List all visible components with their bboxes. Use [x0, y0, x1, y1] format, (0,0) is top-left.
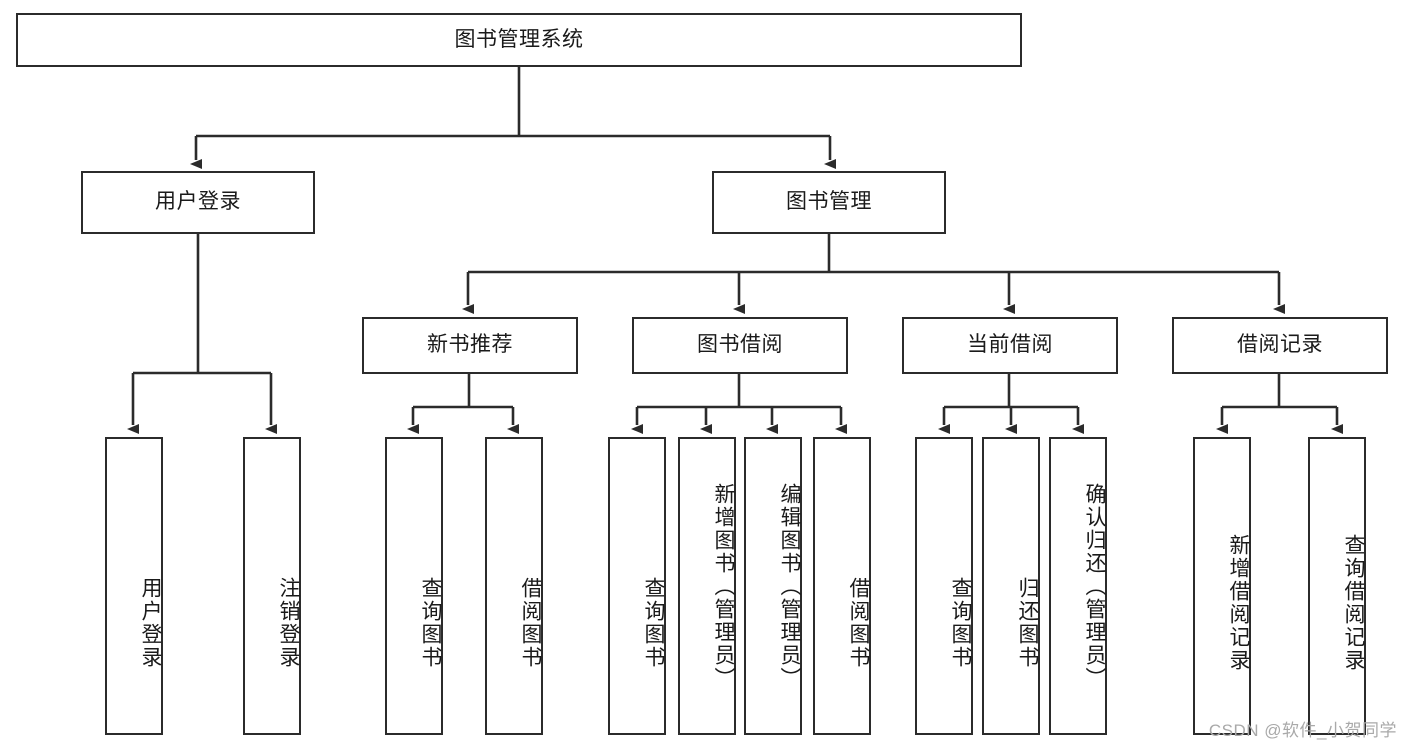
node-label: 新增图书（管理员） [712, 482, 735, 690]
node-label: 查询图书 [419, 577, 442, 669]
node-new-book-recommend[interactable]: 新书推荐 [362, 317, 578, 374]
node-label: 新书推荐 [427, 333, 513, 357]
node-label: 图书管理系统 [454, 27, 584, 51]
node-leaf-logout-login[interactable]: 注销登录 [243, 437, 301, 735]
node-leaf-borrow-book-2[interactable]: 借阅图书 [813, 437, 871, 735]
node-label: 图书管理 [786, 190, 872, 214]
node-label: 查询借阅记录 [1342, 534, 1365, 672]
node-leaf-query-book-3[interactable]: 查询图书 [915, 437, 973, 735]
node-label: 图书借阅 [697, 333, 783, 357]
csdn-watermark: CSDN @软件_小贺同学 [1208, 721, 1397, 740]
node-leaf-add-record[interactable]: 新增借阅记录 [1193, 437, 1251, 735]
node-label: 查询图书 [642, 577, 665, 669]
node-leaf-confirm-return[interactable]: 确认归还（管理员） [1049, 437, 1107, 735]
node-book-management[interactable]: 图书管理 [712, 171, 946, 234]
node-label: 编辑图书（管理员） [778, 482, 801, 690]
node-leaf-query-record[interactable]: 查询借阅记录 [1308, 437, 1366, 735]
node-label: 用户登录 [155, 190, 241, 214]
node-borrow-record[interactable]: 借阅记录 [1172, 317, 1388, 374]
node-current-borrow[interactable]: 当前借阅 [902, 317, 1118, 374]
node-leaf-user-login[interactable]: 用户登录 [105, 437, 163, 735]
node-user-login[interactable]: 用户登录 [81, 171, 315, 234]
node-leaf-query-book-1[interactable]: 查询图书 [385, 437, 443, 735]
node-label: 用户登录 [139, 577, 162, 669]
node-label: 新增借阅记录 [1227, 534, 1250, 672]
node-label: 借阅图书 [519, 577, 542, 669]
node-leaf-add-book[interactable]: 新增图书（管理员） [678, 437, 736, 735]
node-label: 归还图书 [1016, 577, 1039, 669]
node-leaf-query-book-2[interactable]: 查询图书 [608, 437, 666, 735]
node-leaf-borrow-book-1[interactable]: 借阅图书 [485, 437, 543, 735]
node-leaf-edit-book[interactable]: 编辑图书（管理员） [744, 437, 802, 735]
node-label: 借阅记录 [1237, 333, 1323, 357]
node-book-borrow[interactable]: 图书借阅 [632, 317, 848, 374]
node-book-management-system[interactable]: 图书管理系统 [16, 13, 1022, 67]
node-label: 借阅图书 [847, 577, 870, 669]
node-label: 注销登录 [277, 577, 300, 669]
node-label: 当前借阅 [967, 333, 1053, 357]
node-label: 确认归还（管理员） [1083, 482, 1106, 690]
node-label: 查询图书 [949, 577, 972, 669]
node-leaf-return-book[interactable]: 归还图书 [982, 437, 1040, 735]
